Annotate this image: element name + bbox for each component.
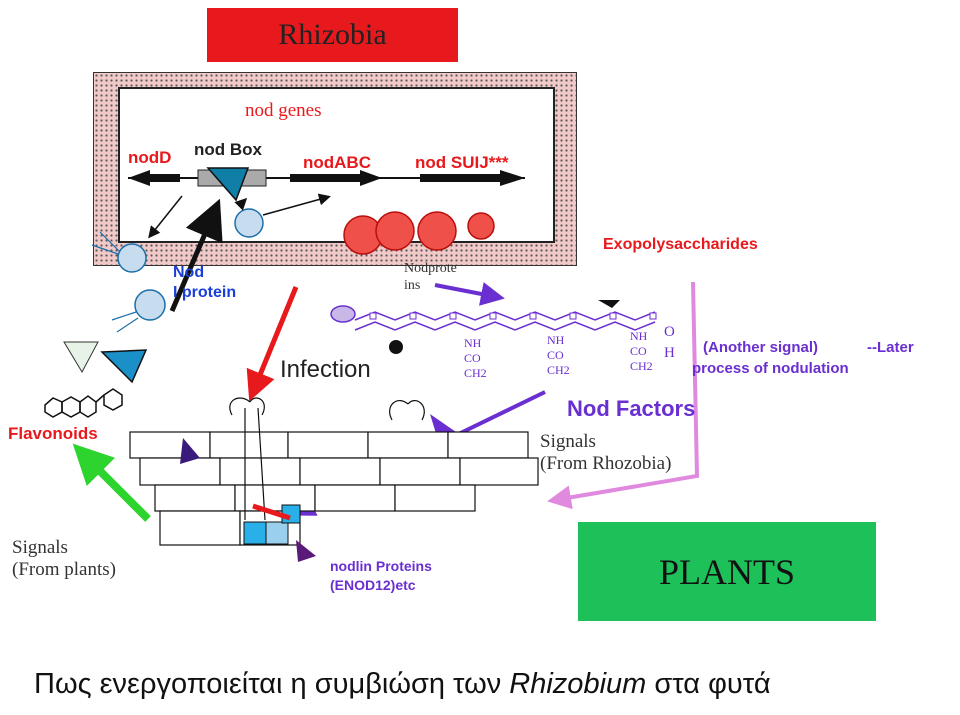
caption-suffix: στα φυτά (646, 668, 771, 700)
signals-rhizobia-label: Signals (From Rhozobia) (540, 431, 671, 475)
chem-group-2: NH CO CH2 (547, 333, 570, 378)
chem-ch2: CH2 (547, 363, 570, 377)
exopolysaccharides-label: Exopolysaccharides (603, 236, 758, 253)
rhizobia-title-box: Rhizobia (207, 8, 458, 62)
gene-map (128, 167, 525, 202)
chem-group-3: NH CO CH2 (630, 329, 653, 374)
nod-factor-dot (389, 340, 403, 354)
flavonoids-label: Flavonoids (8, 424, 98, 443)
caption: Πως ενεργοποιείται η συμβιώση των Rhizob… (34, 668, 771, 701)
flavonoid-triangle-blue (100, 349, 148, 384)
oh-o: O (664, 324, 675, 340)
infection-threads (229, 397, 425, 521)
signals-rhizobia-line1: Signals (540, 431, 596, 452)
another-signal-label: (Another signal) (703, 339, 818, 356)
nodproteins-line2: ins (404, 278, 421, 293)
nod-protein-label: Nod I protein (173, 263, 236, 303)
signals-plants-line1: Signals (12, 537, 68, 558)
chem-nh: NH (630, 329, 648, 343)
chem-ch2: CH2 (464, 366, 487, 380)
nodD-arrow (128, 170, 150, 186)
gene-label-nodabc: nodABC (303, 153, 371, 172)
nodd-triangle (206, 167, 250, 202)
nodlin-line2: (ENOD12)etc (330, 577, 416, 593)
signals-rhizobia-line2: (From Rhozobia) (540, 453, 672, 474)
process-label: process of nodulation (692, 360, 849, 377)
nod-proteins-red (343, 211, 495, 255)
nodproteins-label: Nodprote ins (404, 260, 457, 294)
oh-h: H (664, 345, 675, 361)
plants-label: PLANTS (658, 551, 796, 592)
nodlin-label: nodlin Proteins (ENOD12)etc (330, 557, 432, 595)
gene-label-nodd: nodD (128, 148, 172, 167)
flavonoid-molecule (44, 388, 123, 418)
nodd-proteins (117, 208, 264, 321)
chem-nh: NH (547, 333, 565, 347)
flavonoid-triangle-light (63, 341, 99, 374)
nod-protein-line1: Nod (173, 264, 205, 281)
nod-genes-label: nod genes (245, 100, 322, 121)
signals-plants-line2: (From plants) (12, 559, 116, 580)
chem-ch2: CH2 (630, 359, 653, 373)
infection-label: Infection (280, 356, 371, 383)
nodproteins-line1: Nodprote (404, 261, 457, 276)
nodlin-line1: nodlin Proteins (330, 558, 432, 574)
nod-protein-line2: I protein (173, 284, 237, 301)
oh-label: O H (664, 322, 675, 364)
caption-italic: Rhizobium (509, 668, 647, 700)
later-label: --Later (867, 339, 914, 356)
chem-co: CO (547, 348, 564, 362)
gene-label-nodsuij: nod SUIJ*** (415, 153, 509, 172)
chem-nh: NH (464, 336, 482, 350)
chem-co: CO (630, 344, 647, 358)
plant-cells (129, 431, 539, 546)
plants-box: PLANTS (578, 522, 876, 621)
signals-plants-label: Signals (From plants) (12, 537, 116, 581)
nod-factor-chain (354, 311, 656, 331)
chem-group-1: NH CO CH2 (464, 336, 487, 381)
chem-co: CO (464, 351, 481, 365)
caption-prefix: Πως ενεργοποιείται η συμβιώση των (34, 668, 510, 700)
rhizobia-title: Rhizobia (278, 18, 387, 51)
nod-factors-label: Nod Factors (567, 396, 696, 421)
gene-label-nodbox: nod Box (194, 140, 262, 159)
